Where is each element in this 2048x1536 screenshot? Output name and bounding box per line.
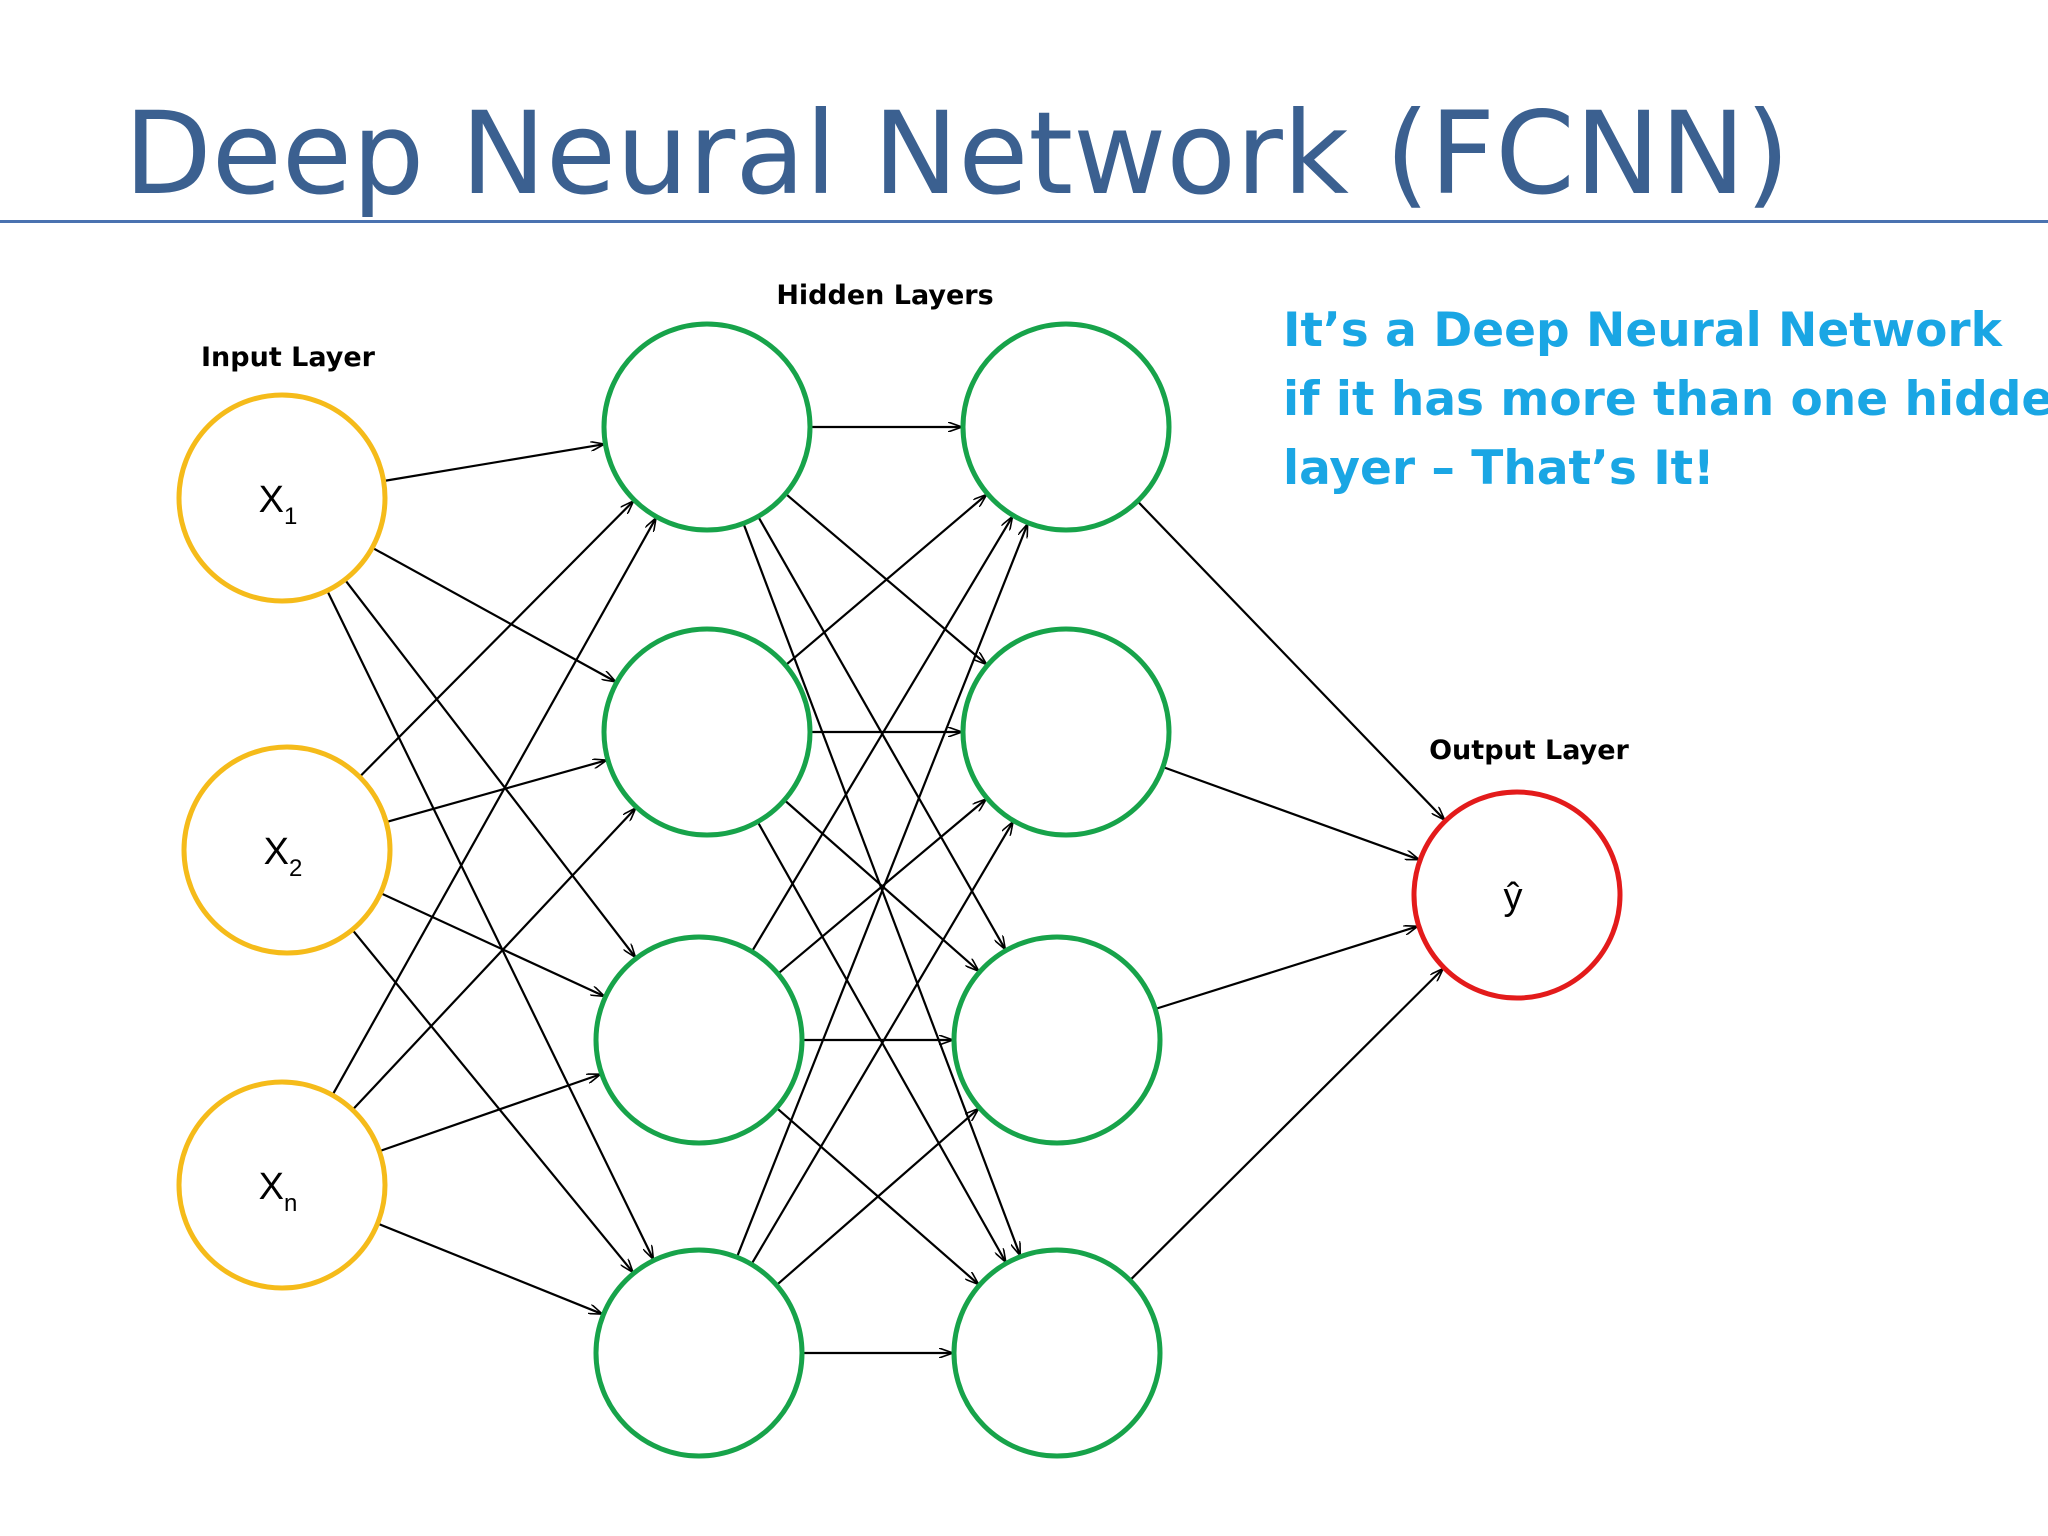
note-line-2: if it has more than one hidden: [1283, 372, 2048, 427]
edge-hidden2-2-to-output-1: [1162, 765, 1418, 859]
edge-hidden1-3-to-hidden2-2: [777, 800, 986, 975]
edge-hidden2-4-to-output-1: [1129, 969, 1443, 1282]
hidden1-node-1: [601, 321, 813, 533]
edge-hidden1-2-to-hidden2-4: [756, 821, 1006, 1262]
hidden2-node-2: [960, 626, 1172, 838]
edge-hidden1-2-to-hidden2-1: [784, 495, 987, 667]
hidden1-node-3: [593, 934, 805, 1146]
definition-note: It’s a Deep Neural Network if it has mor…: [1283, 296, 2048, 503]
hidden-layers-label: Hidden Layers: [776, 280, 993, 311]
edge-hidden2-1-to-output-1: [1136, 500, 1445, 819]
output-layer-label: Output Layer: [1429, 735, 1629, 766]
input-node-2: [181, 744, 393, 956]
connections: [326, 427, 1445, 1353]
edge-hidden1-3-to-hidden2-1: [750, 517, 1012, 953]
edge-input-3-to-hidden1-2: [351, 809, 636, 1111]
edge-input-1-to-hidden1-1: [383, 444, 604, 483]
output-node-1: [1411, 789, 1623, 1001]
hidden2-node-1: [960, 321, 1172, 533]
edge-input-2-to-hidden1-1: [358, 502, 633, 778]
edge-input-3-to-hidden1-4: [377, 1222, 602, 1314]
input-node-3: [176, 1079, 388, 1291]
input-node-1: [176, 392, 388, 604]
edge-input-1-to-hidden1-4: [326, 590, 653, 1259]
edge-input-1-to-hidden1-3: [343, 578, 635, 957]
edge-hidden1-2-to-hidden2-3: [783, 799, 978, 971]
note-line-3: layer – That’s It!: [1283, 441, 1715, 496]
hidden1-node-4: [593, 1247, 805, 1459]
output-node-1-label: ŷ: [1504, 876, 1523, 918]
title-divider: [0, 220, 2048, 223]
hidden2-node-3: [951, 934, 1163, 1146]
edge-input-2-to-hidden1-4: [351, 929, 632, 1272]
hidden2-node-4: [951, 1247, 1163, 1459]
edge-input-2-to-hidden1-3: [380, 892, 604, 996]
edge-input-3-to-hidden1-1: [331, 519, 655, 1096]
edge-input-2-to-hidden1-2: [385, 760, 606, 824]
edge-input-1-to-hidden1-2: [371, 546, 615, 682]
hidden1-node-2: [601, 626, 813, 838]
edge-hidden1-1-to-hidden2-4: [742, 522, 1020, 1255]
layer-labels: Input Layer Hidden Layers Output Layer: [201, 280, 1630, 766]
edge-hidden1-4-to-hidden2-2: [750, 822, 1012, 1265]
edge-hidden2-3-to-output-1: [1154, 927, 1417, 1011]
edge-hidden1-4-to-hidden2-1: [735, 525, 1027, 1258]
edge-input-3-to-hidden1-3: [378, 1075, 600, 1153]
slide-title: Deep Neural Network (FCNN): [124, 87, 1790, 220]
input-layer-label: Input Layer: [201, 342, 376, 373]
note-line-1: It’s a Deep Neural Network: [1283, 303, 2002, 358]
edge-hidden1-4-to-hidden2-3: [775, 1109, 979, 1287]
